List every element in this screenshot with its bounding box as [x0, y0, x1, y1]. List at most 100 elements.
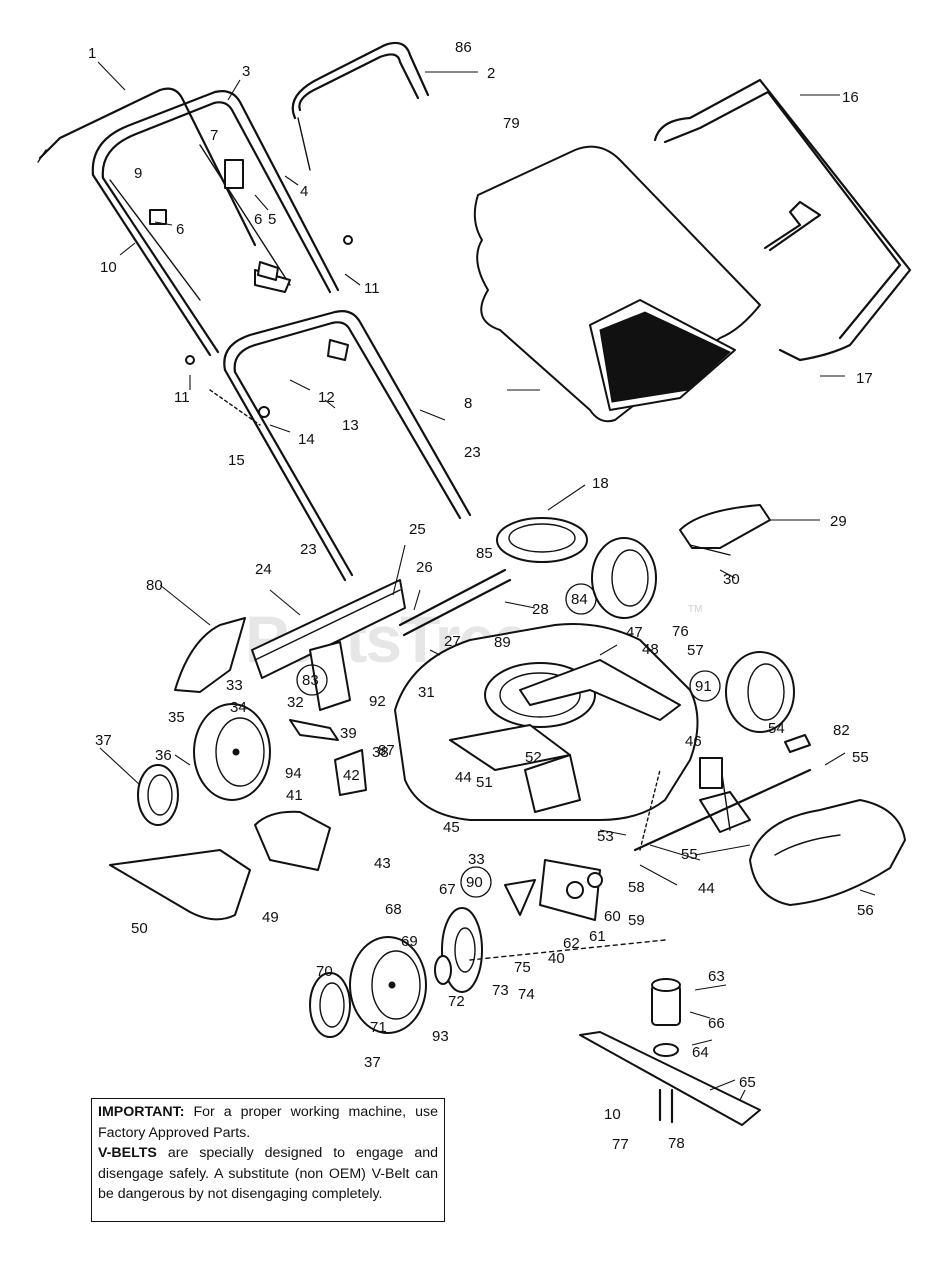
- circled-callout-ring: [460, 866, 492, 898]
- rear-left-hubcap: [309, 972, 351, 1038]
- notice-vbelts-text: are specially designed to engage and dis…: [98, 1145, 438, 1202]
- deck-brackets: [289, 641, 603, 921]
- callout-10: 10: [100, 259, 117, 276]
- callout-6: 6: [254, 211, 262, 228]
- callout-50: 50: [131, 920, 148, 937]
- callout-33b: 33: [468, 851, 485, 868]
- callout-70: 70: [316, 963, 333, 980]
- callout-39: 39: [340, 725, 357, 742]
- callout-17: 17: [856, 370, 873, 387]
- upper-handle: [91, 90, 340, 357]
- callout-41: 41: [286, 787, 303, 804]
- guide-lines: [209, 389, 666, 961]
- front-left-hubcap: [137, 764, 179, 826]
- callout-55: 55: [852, 749, 869, 766]
- callout-26: 26: [416, 559, 433, 576]
- mulch-plug: [254, 810, 331, 871]
- mower-deck: [394, 623, 699, 821]
- callout-7: 7: [210, 127, 218, 144]
- callout-82: 82: [833, 722, 850, 739]
- side-chute-flap: [174, 617, 246, 693]
- callout-63: 63: [708, 968, 725, 985]
- callout-83: 83: [302, 672, 319, 689]
- callout-18: 18: [592, 475, 609, 492]
- callout-79: 79: [503, 115, 520, 132]
- callout-54: 54: [768, 720, 785, 737]
- callout-52: 52: [525, 749, 542, 766]
- callout-77: 77: [612, 1136, 629, 1153]
- top-handle-grip: [291, 41, 430, 171]
- callout-92: 92: [369, 693, 386, 710]
- callout-43: 43: [374, 855, 391, 872]
- side-discharge-chute: [109, 849, 251, 921]
- callout-45: 45: [443, 819, 460, 836]
- callout-30: 30: [723, 571, 740, 588]
- blade-adapter: [651, 978, 681, 1057]
- callout-85: 85: [476, 545, 493, 562]
- callout-91: 91: [695, 678, 712, 695]
- callout-71: 71: [370, 1019, 387, 1036]
- rear-skirt: [749, 799, 906, 906]
- callout-27: 27: [444, 633, 461, 650]
- callout-9: 9: [134, 165, 142, 182]
- callout-80: 80: [146, 577, 163, 594]
- drive-control: [699, 757, 751, 833]
- callout-6b: 6: [176, 221, 184, 238]
- callout-11b: 11: [174, 389, 190, 406]
- lower-handle: [223, 310, 472, 582]
- callout-25: 25: [409, 521, 426, 538]
- callout-33: 33: [226, 677, 243, 694]
- callout-29: 29: [830, 513, 847, 530]
- rear-left-wheel: [349, 936, 427, 1034]
- belt-cover-ring: [496, 517, 588, 563]
- callout-59: 59: [628, 912, 645, 929]
- callout-64: 64: [692, 1044, 709, 1061]
- circled-callout-ring: [565, 583, 597, 615]
- callout-56: 56: [857, 902, 874, 919]
- callout-51: 51: [476, 774, 493, 791]
- rear-right-wheel: [725, 651, 795, 733]
- callout-89: 89: [494, 634, 511, 651]
- callout-37: 37: [95, 732, 112, 749]
- handle-hardware: [109, 144, 353, 418]
- callout-labels: 1 2 3 4 5 6 6 7 8 9 10 10 11 11 12 13 14…: [88, 39, 874, 1153]
- callout-31: 31: [418, 684, 435, 701]
- callout-78: 78: [668, 1135, 685, 1152]
- rear-baffle: [251, 579, 406, 679]
- callout-14: 14: [298, 431, 315, 448]
- callout-1: 1: [88, 45, 96, 62]
- callout-72: 72: [448, 993, 465, 1010]
- callout-15: 15: [228, 452, 245, 469]
- callout-8: 8: [464, 395, 472, 412]
- callout-57: 57: [687, 642, 704, 659]
- rear-door: [679, 504, 771, 556]
- control-bail: [37, 87, 257, 247]
- callout-94: 94: [285, 765, 302, 782]
- callout-73: 73: [492, 982, 509, 999]
- mower-blade: [579, 1031, 761, 1126]
- front-right-wheel: [591, 537, 657, 619]
- grass-bag: [473, 145, 761, 423]
- callout-11: 11: [364, 280, 380, 297]
- callout-62: 62: [563, 935, 580, 952]
- callout-44: 44: [455, 769, 472, 786]
- rear-axle: [633, 734, 812, 852]
- callout-53: 53: [597, 828, 614, 845]
- watermark-tm: TM: [688, 604, 702, 615]
- callout-12: 12: [318, 389, 335, 406]
- callout-68: 68: [385, 901, 402, 918]
- blade-bolts: [658, 1088, 674, 1124]
- callout-28: 28: [532, 601, 549, 618]
- gear-plate: [434, 907, 483, 993]
- callout-35: 35: [168, 709, 185, 726]
- notice-important-label: IMPORTANT:: [98, 1104, 185, 1120]
- front-left-wheel: [193, 703, 271, 801]
- important-notice: IMPORTANT: For a proper working machine,…: [91, 1098, 445, 1222]
- callout-2: 2: [487, 65, 495, 82]
- callout-76: 76: [672, 623, 689, 640]
- circled-callout-ring: [689, 670, 721, 702]
- callout-93: 93: [432, 1028, 449, 1045]
- callout-67: 67: [439, 881, 456, 898]
- callout-23: 23: [464, 444, 481, 461]
